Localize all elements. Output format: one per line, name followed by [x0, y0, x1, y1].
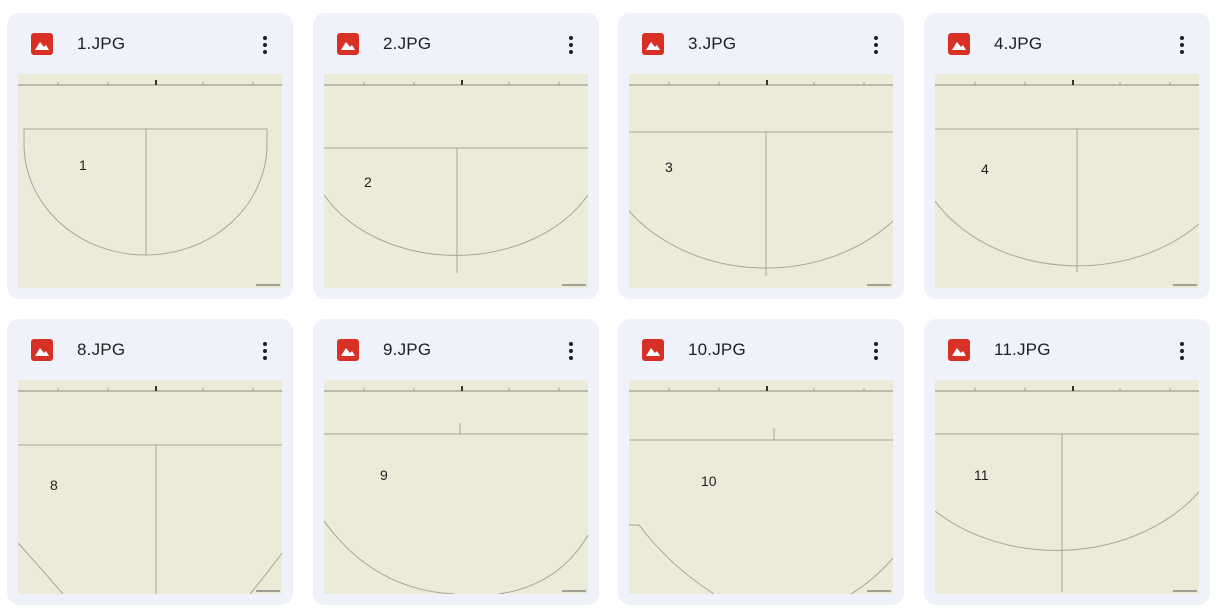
card-header: 8.JPG — [7, 319, 293, 379]
more-options-button[interactable] — [555, 29, 587, 61]
card-header: 2.JPG — [313, 13, 599, 73]
card-header: 1.JPG — [7, 13, 293, 73]
file-card[interactable]: 9.JPG 9 — [313, 319, 599, 605]
file-name[interactable]: 10.JPG — [688, 340, 746, 359]
more-vert-icon — [874, 36, 878, 54]
image-icon — [948, 33, 970, 55]
image-thumbnail[interactable]: 11 — [935, 380, 1199, 594]
image-thumbnail[interactable]: 2 — [324, 74, 588, 288]
diagram-label: 3 — [665, 159, 673, 175]
image-icon — [31, 339, 53, 361]
more-options-button[interactable] — [1166, 29, 1198, 61]
more-vert-icon — [569, 342, 573, 360]
more-vert-icon — [1180, 342, 1184, 360]
image-icon — [337, 339, 359, 361]
more-vert-icon — [1180, 36, 1184, 54]
image-thumbnail[interactable]: 8 — [18, 380, 282, 594]
image-thumbnail[interactable]: 10 — [629, 380, 893, 594]
diagram-label: 8 — [50, 477, 58, 493]
file-name[interactable]: 3.JPG — [688, 34, 737, 53]
file-name[interactable]: 9.JPG — [383, 340, 432, 359]
file-card[interactable]: 2.JPG 2 — [313, 13, 599, 299]
file-name[interactable]: 4.JPG — [994, 34, 1043, 53]
card-header: 4.JPG — [924, 13, 1210, 73]
image-icon — [642, 33, 664, 55]
diagram-label: 1 — [79, 157, 87, 173]
file-name[interactable]: 8.JPG — [77, 340, 126, 359]
more-vert-icon — [874, 342, 878, 360]
file-name[interactable]: 1.JPG — [77, 34, 126, 53]
image-thumbnail[interactable]: 4 — [935, 74, 1199, 288]
card-header: 3.JPG — [618, 13, 904, 73]
image-thumbnail[interactable]: 3 — [629, 74, 893, 288]
diagram-label: 10 — [701, 473, 717, 489]
file-card[interactable]: 11.JPG 11 — [924, 319, 1210, 605]
file-card[interactable]: 8.JPG 8 — [7, 319, 293, 605]
card-header: 10.JPG — [618, 319, 904, 379]
diagram-label: 4 — [981, 161, 989, 177]
image-thumbnail[interactable]: 9 — [324, 380, 588, 594]
card-header: 11.JPG — [924, 319, 1210, 379]
more-options-button[interactable] — [555, 335, 587, 367]
file-name[interactable]: 2.JPG — [383, 34, 432, 53]
more-options-button[interactable] — [249, 29, 281, 61]
more-vert-icon — [263, 36, 267, 54]
diagram-label: 2 — [364, 174, 372, 190]
card-header: 9.JPG — [313, 319, 599, 379]
diagram-label: 9 — [380, 467, 388, 483]
more-options-button[interactable] — [249, 335, 281, 367]
image-icon — [642, 339, 664, 361]
file-card[interactable]: 4.JPG 4 — [924, 13, 1210, 299]
more-vert-icon — [569, 36, 573, 54]
file-card[interactable]: 10.JPG 10 — [618, 319, 904, 605]
image-thumbnail[interactable]: 1 — [18, 74, 282, 288]
image-icon — [337, 33, 359, 55]
image-icon — [31, 33, 53, 55]
more-options-button[interactable] — [860, 335, 892, 367]
more-options-button[interactable] — [860, 29, 892, 61]
more-vert-icon — [263, 342, 267, 360]
image-icon — [948, 339, 970, 361]
file-name[interactable]: 11.JPG — [994, 340, 1051, 359]
file-card[interactable]: 3.JPG 3 — [618, 13, 904, 299]
more-options-button[interactable] — [1166, 335, 1198, 367]
file-card[interactable]: 1.JPG 1 — [7, 13, 293, 299]
diagram-label: 11 — [974, 467, 989, 483]
